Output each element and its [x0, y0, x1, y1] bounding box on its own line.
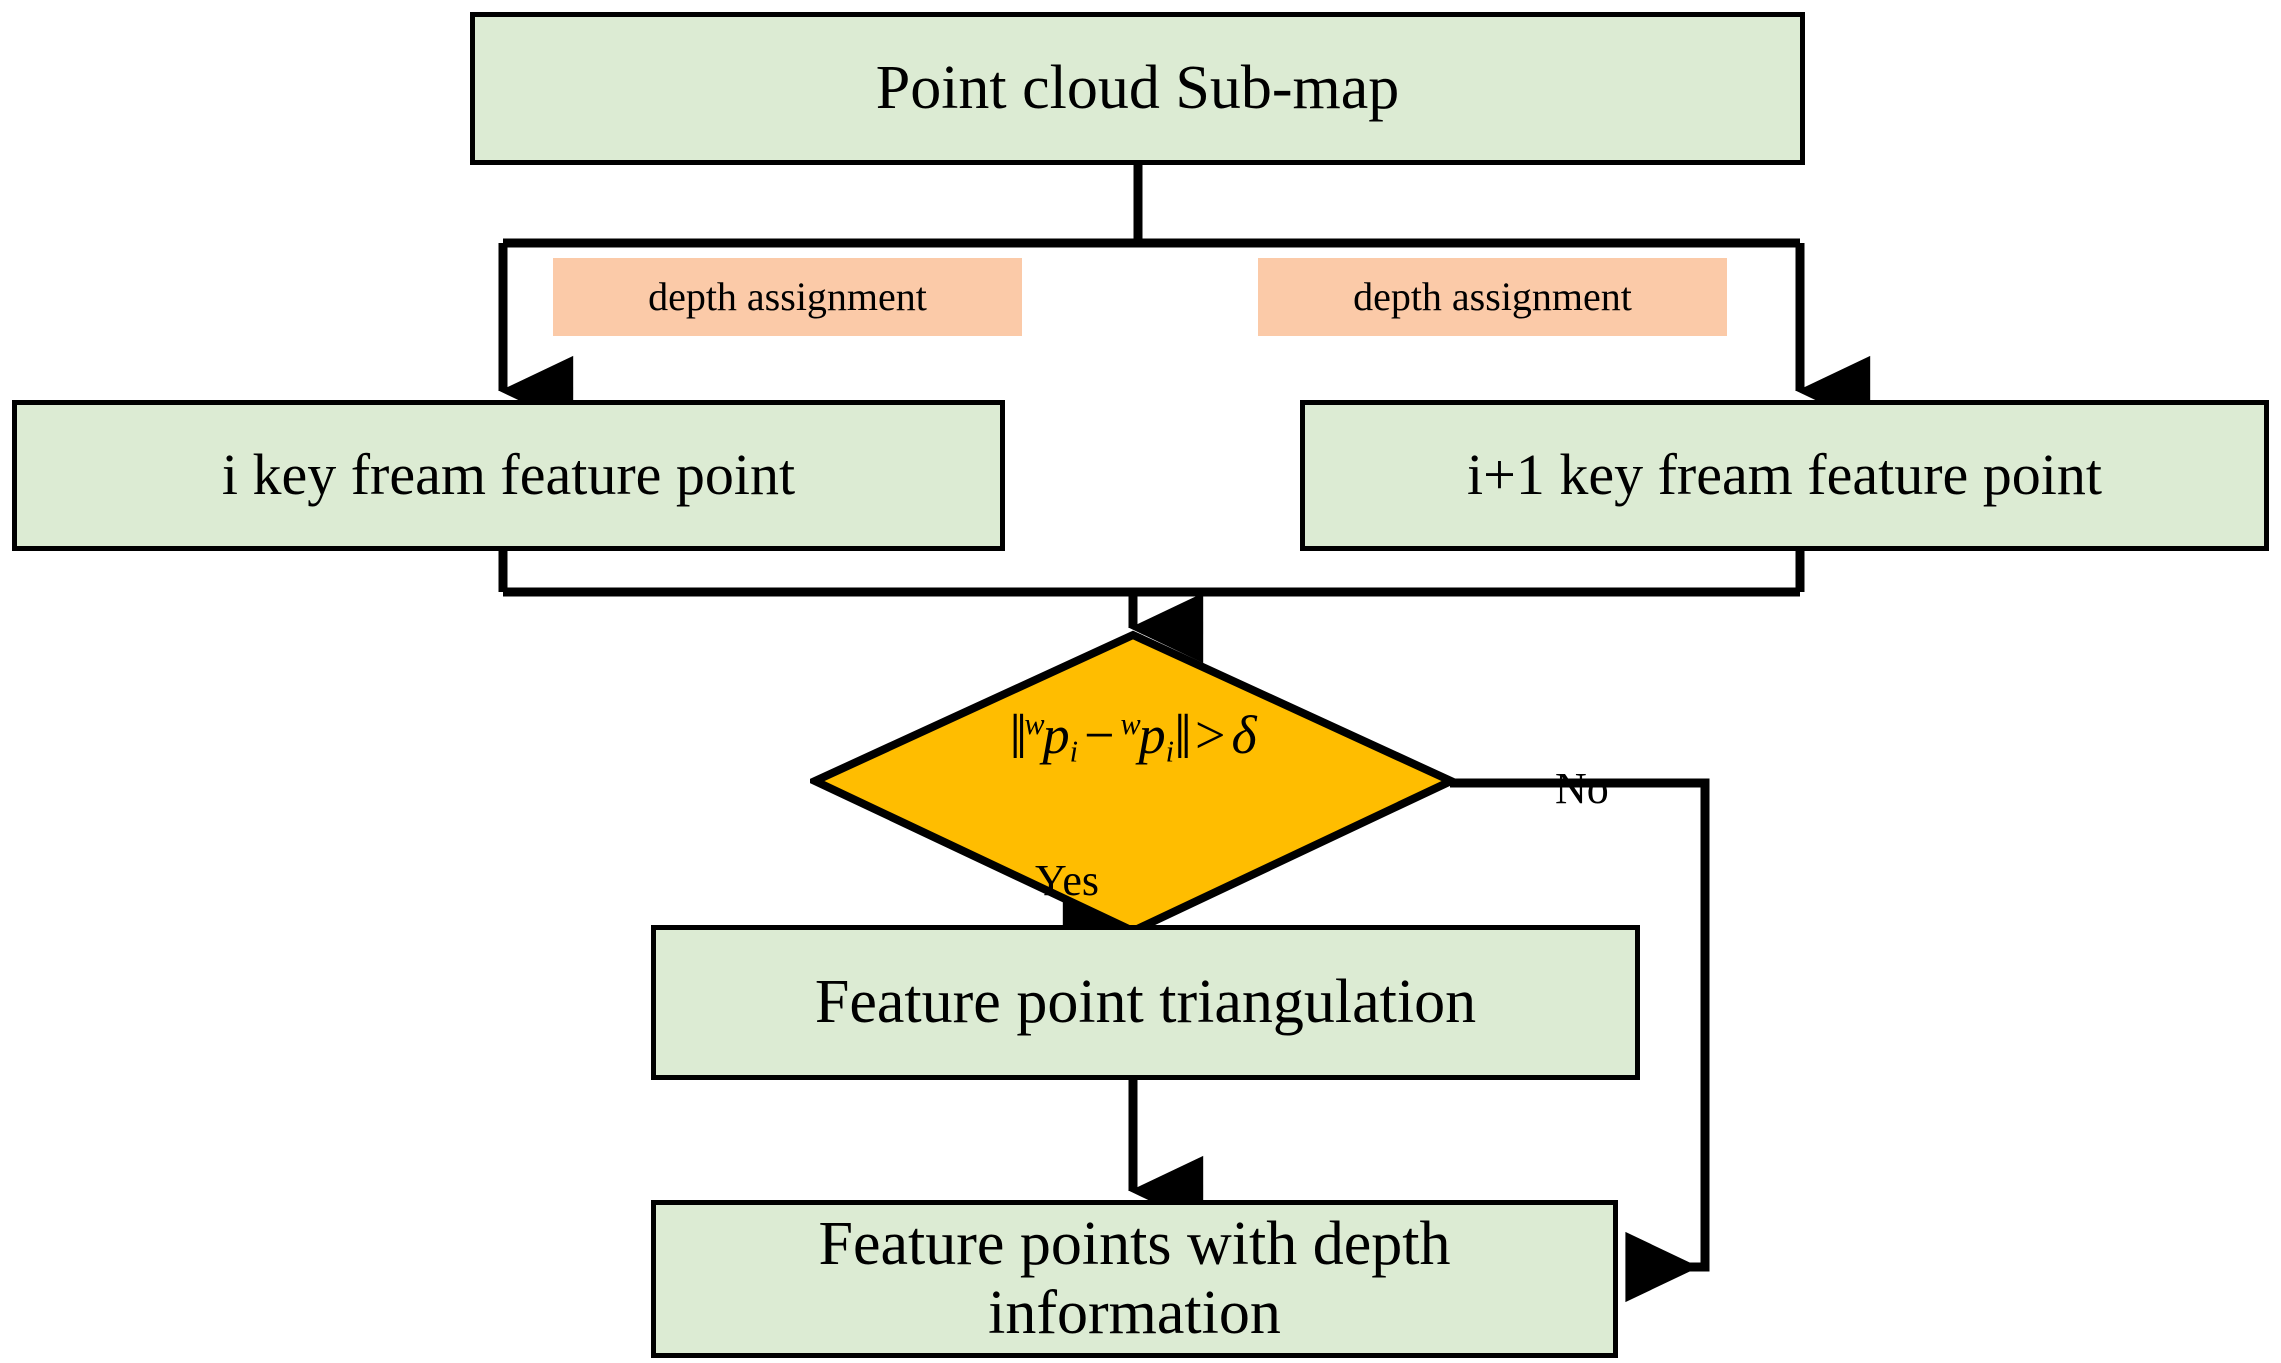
formula-superscript-left: w — [1024, 707, 1045, 742]
formula-comparator: > — [1194, 705, 1226, 765]
node-depth-assignment-left-label: depth assignment — [648, 273, 927, 319]
node-feature-points-with-depth-line2: information — [988, 1279, 1281, 1347]
node-feature-points-with-depth-line1: Feature points with depth — [818, 1209, 1451, 1278]
norm-bar-close: ‖ — [1174, 701, 1192, 772]
node-key-frame-i[interactable]: i key fream feature point — [12, 400, 1005, 551]
decision-diamond-shape — [810, 630, 1456, 936]
edge-label-no: No — [1555, 764, 1609, 813]
node-key-frame-i-label: i key fream feature point — [221, 442, 796, 508]
node-feature-point-triangulation-label: Feature point triangulation — [814, 967, 1477, 1036]
node-point-cloud-submap-label: Point cloud Sub-map — [875, 53, 1400, 122]
node-depth-assignment-right-label: depth assignment — [1353, 273, 1632, 319]
edge-label-yes: Yes — [1035, 856, 1100, 905]
formula-subscript-right: i — [1165, 734, 1175, 769]
node-decision-diamond[interactable] — [810, 630, 1456, 936]
formula-threshold: δ — [1231, 705, 1257, 765]
node-feature-points-with-depth[interactable]: Feature points with depth information — [651, 1200, 1618, 1358]
formula-base-right: p — [1138, 705, 1166, 765]
node-key-frame-i-plus-1[interactable]: i+1 key fream feature point — [1300, 400, 2269, 551]
formula-superscript-right: w — [1120, 707, 1141, 742]
node-key-frame-i-plus-1-label: i+1 key fream feature point — [1467, 442, 2102, 508]
node-depth-assignment-right[interactable]: depth assignment — [1258, 258, 1727, 336]
formula-subscript-left: i — [1069, 734, 1078, 769]
node-point-cloud-submap[interactable]: Point cloud Sub-map — [470, 12, 1805, 165]
node-depth-assignment-left[interactable]: depth assignment — [553, 258, 1022, 336]
norm-bar-open: ‖ — [1009, 701, 1027, 772]
decision-formula: ‖wpi−wpi‖>δ — [815, 700, 1451, 774]
node-feature-point-triangulation[interactable]: Feature point triangulation — [651, 925, 1640, 1080]
formula-minus: − — [1083, 705, 1115, 765]
formula-base-left: p — [1042, 705, 1070, 765]
